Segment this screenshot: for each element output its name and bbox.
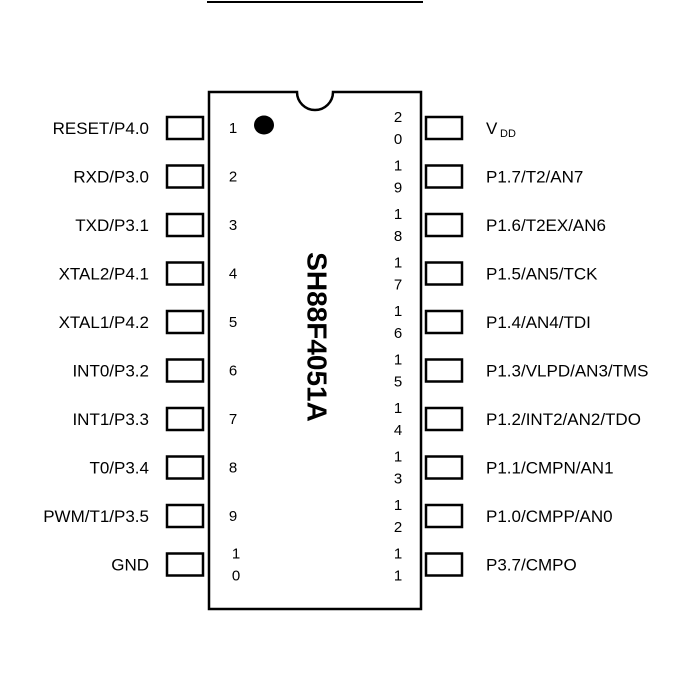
chip-name: SH88F4051A bbox=[302, 252, 333, 422]
left-pin-2 bbox=[165, 164, 205, 189]
right-pin-label: P1.1/CMPN/AN1 bbox=[486, 459, 614, 478]
right-pin-19 bbox=[424, 164, 464, 189]
right-pin-16 bbox=[424, 309, 464, 335]
right-pin-15 bbox=[424, 358, 464, 383]
right-pin-label: P3.7/CMPO bbox=[486, 556, 577, 575]
right-pin-11 bbox=[424, 552, 464, 577]
left-pin-number: 9 bbox=[229, 508, 237, 525]
left-pin-number: 7 bbox=[229, 411, 237, 428]
right-pin-18 bbox=[424, 212, 464, 238]
right-pin-label: V bbox=[486, 119, 498, 138]
left-pin-7 bbox=[165, 406, 205, 432]
right-pin-label: P1.0/CMPP/AN0 bbox=[486, 507, 613, 526]
left-pin-label: INT1/P3.3 bbox=[72, 410, 149, 429]
left-pin-number: 1 bbox=[229, 120, 237, 137]
pin1-marker-dot bbox=[254, 115, 274, 135]
right-pin-label: P1.5/AN5/TCK bbox=[486, 265, 598, 284]
left-pin-4 bbox=[165, 261, 205, 286]
left-pin-number: 8 bbox=[229, 460, 237, 477]
right-pin-label: P1.2/INT2/AN2/TDO bbox=[486, 410, 641, 429]
left-pin-number: 6 bbox=[229, 363, 237, 380]
left-pin-3 bbox=[165, 212, 205, 238]
left-pin-label: INT0/P3.2 bbox=[72, 362, 149, 381]
right-pin-label: P1.6/T2EX/AN6 bbox=[486, 216, 606, 235]
left-pin-number: 2 bbox=[229, 169, 237, 186]
left-pin-5 bbox=[165, 309, 205, 335]
left-pin-9 bbox=[165, 503, 205, 529]
left-pin-label: PWM/T1/P3.5 bbox=[43, 507, 149, 526]
right-pin-12 bbox=[424, 503, 464, 529]
right-pin-17 bbox=[424, 261, 464, 286]
left-pin-label: GND bbox=[111, 556, 149, 575]
chip-body bbox=[207, 90, 423, 611]
left-pin-number: 4 bbox=[229, 266, 237, 283]
left-pin-10 bbox=[165, 552, 205, 577]
left-pin-number: 5 bbox=[229, 314, 237, 331]
right-pin-13 bbox=[424, 455, 464, 480]
right-pin-14 bbox=[424, 406, 464, 432]
left-pin-label: RESET/P4.0 bbox=[53, 119, 149, 138]
right-pin-label: P1.3/VLPD/AN3/TMS bbox=[486, 362, 649, 381]
right-pin-label: P1.4/AN4/TDI bbox=[486, 313, 591, 332]
left-pin-8 bbox=[165, 455, 205, 480]
left-pin-label: T0/P3.4 bbox=[89, 459, 149, 478]
left-pin-1 bbox=[165, 115, 205, 141]
left-pin-label: XTAL2/P4.1 bbox=[59, 265, 149, 284]
right-pin-20 bbox=[424, 115, 464, 141]
left-pin-6 bbox=[165, 358, 205, 383]
left-pin-label: XTAL1/P4.2 bbox=[59, 313, 149, 332]
left-pin-number: 3 bbox=[229, 217, 237, 234]
left-pin-label: RXD/P3.0 bbox=[73, 168, 149, 187]
right-pin-label-subscript: DD bbox=[500, 128, 516, 140]
right-pin-label: P1.7/T2/AN7 bbox=[486, 168, 583, 187]
left-pin-label: TXD/P3.1 bbox=[75, 216, 149, 235]
